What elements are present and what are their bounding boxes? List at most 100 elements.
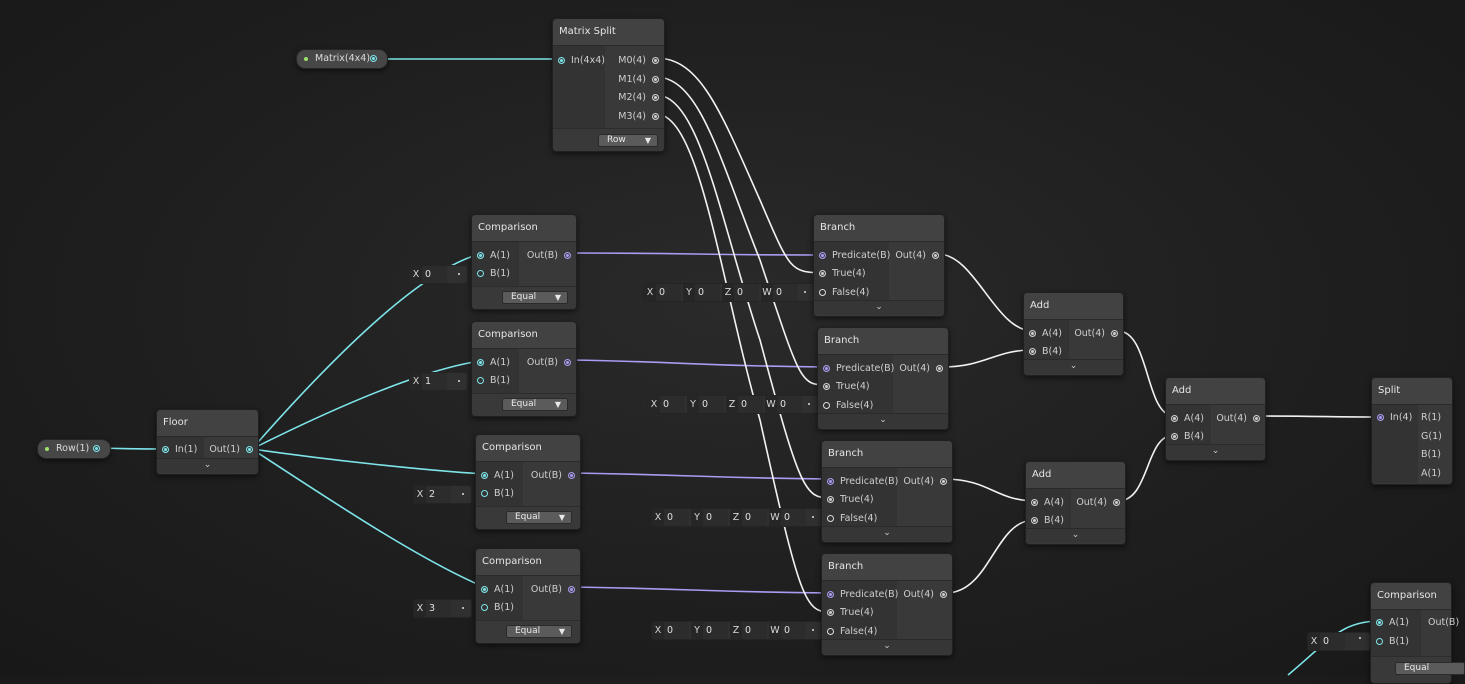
add-1-output[interactable]: Out(4) bbox=[1074, 327, 1118, 341]
add-1-input-a[interactable]: A(4) bbox=[1029, 327, 1062, 341]
comparison-node-1[interactable]: Comparison A(1) B(1) Out(B) Equal▼ bbox=[471, 214, 577, 310]
matrix-split-output-m2[interactable]: M2(4) bbox=[618, 91, 659, 105]
comparison-partial-input-b[interactable]: B(1) bbox=[1376, 635, 1409, 649]
comparison-4-input-a[interactable]: A(1) bbox=[481, 583, 514, 597]
branch-node-2[interactable]: Branch Predicate(B) True(4) False(4) Out… bbox=[817, 327, 949, 430]
split-input[interactable]: In(4) bbox=[1377, 411, 1412, 425]
node-title: Comparison bbox=[476, 549, 580, 576]
comparison-2-input-b[interactable]: B(1) bbox=[477, 374, 510, 388]
comparison-1-input-a[interactable]: A(1) bbox=[477, 249, 510, 263]
matrix-property-node[interactable]: Matrix(4x4) bbox=[296, 49, 388, 69]
exposed-indicator-icon bbox=[304, 57, 308, 61]
comparison-3-output[interactable]: Out(B) bbox=[531, 469, 575, 483]
expand-toggle[interactable]: ⌄ bbox=[814, 300, 944, 315]
comparison-2-input-a[interactable]: A(1) bbox=[477, 356, 510, 370]
comparison-2-mode-dropdown[interactable]: Equal▼ bbox=[502, 398, 568, 411]
wire-m1-b2 bbox=[655, 76, 827, 386]
branch-2-input-predicate[interactable]: Predicate(B) bbox=[823, 362, 894, 376]
matrix-output-port[interactable] bbox=[370, 55, 377, 62]
comparison-3-input-b[interactable]: B(1) bbox=[481, 487, 514, 501]
matrix-split-output-m0[interactable]: M0(4) bbox=[618, 54, 659, 68]
comparison-node-2[interactable]: Comparison A(1) B(1) Out(B) Equal▼ bbox=[471, 321, 577, 417]
add-3-input-a[interactable]: A(4) bbox=[1171, 412, 1204, 426]
expand-toggle[interactable]: ⌄ bbox=[822, 526, 952, 541]
row-output-port[interactable] bbox=[93, 445, 100, 452]
add-3-output[interactable]: Out(4) bbox=[1216, 412, 1260, 426]
split-output-b[interactable]: B(1) bbox=[1421, 449, 1441, 460]
branch-node-1[interactable]: Branch Predicate(B) True(4) False(4) Out… bbox=[813, 214, 945, 317]
branch-1-output[interactable]: Out(4) bbox=[895, 249, 939, 263]
branch-1-input-false[interactable]: False(4) bbox=[819, 286, 869, 300]
branch-3-input-predicate[interactable]: Predicate(B) bbox=[827, 475, 898, 489]
node-title: Comparison bbox=[472, 322, 576, 349]
expand-toggle[interactable]: ⌄ bbox=[1026, 528, 1125, 543]
expand-toggle[interactable]: ⌄ bbox=[818, 413, 948, 428]
comparison-partial-input-a[interactable]: A(1) bbox=[1376, 616, 1409, 630]
row-property-node[interactable]: Row(1) bbox=[37, 439, 111, 459]
comparison-4-input-b[interactable]: B(1) bbox=[481, 601, 514, 615]
expand-toggle[interactable]: ⌄ bbox=[822, 639, 952, 654]
matrix-split-output-m1[interactable]: M1(4) bbox=[618, 73, 659, 87]
split-node[interactable]: Split In(4) R(1) G(1) B(1) A(1) bbox=[1371, 377, 1453, 485]
branch-4-input-true[interactable]: True(4) bbox=[827, 606, 874, 620]
matrix-split-input[interactable]: In(4x4) bbox=[558, 54, 605, 68]
add-node-1[interactable]: Add A(4) B(4) Out(4) ⌄ bbox=[1023, 292, 1124, 376]
expand-toggle[interactable]: ⌄ bbox=[157, 458, 258, 473]
matrix-split-node[interactable]: Matrix Split In(4x4) M0(4) M1(4) M2(4) M… bbox=[552, 18, 665, 152]
floor-output[interactable]: Out(1) bbox=[209, 443, 253, 457]
split-output-r[interactable]: R(1) bbox=[1421, 412, 1442, 423]
comparison-3-mode-dropdown[interactable]: Equal▼ bbox=[506, 511, 572, 524]
expand-toggle[interactable]: ⌄ bbox=[1166, 444, 1265, 459]
comparison-partial-node[interactable]: Comparison A(1) B(1) Out(B) Equal bbox=[1370, 582, 1465, 684]
floor-input[interactable]: In(1) bbox=[162, 443, 197, 457]
add-2-input-b[interactable]: B(4) bbox=[1031, 514, 1064, 528]
branch-4-input-predicate[interactable]: Predicate(B) bbox=[827, 588, 898, 602]
split-output-a[interactable]: A(1) bbox=[1421, 468, 1441, 479]
floor-node[interactable]: Floor In(1) Out(1) ⌄ bbox=[156, 409, 259, 475]
branch-4-output[interactable]: Out(4) bbox=[903, 588, 947, 602]
comparison-2-output[interactable]: Out(B) bbox=[527, 356, 571, 370]
branch-node-3[interactable]: Branch Predicate(B) True(4) False(4) Out… bbox=[821, 440, 953, 543]
comparison-1-output[interactable]: Out(B) bbox=[527, 249, 571, 263]
expand-toggle[interactable]: ⌄ bbox=[1024, 359, 1123, 374]
add-2-input-a[interactable]: A(4) bbox=[1031, 496, 1064, 510]
branch-3-output[interactable]: Out(4) bbox=[903, 475, 947, 489]
comparison-3-input-a[interactable]: A(1) bbox=[481, 469, 514, 483]
node-title: Comparison bbox=[1371, 583, 1451, 610]
branch-3-input-false[interactable]: False(4) bbox=[827, 512, 877, 526]
branch-2-input-false[interactable]: False(4) bbox=[823, 399, 873, 413]
comparison-1-mode-dropdown[interactable]: Equal▼ bbox=[502, 291, 568, 304]
add-2-output[interactable]: Out(4) bbox=[1076, 496, 1120, 510]
comparison-4-mode-dropdown[interactable]: Equal▼ bbox=[506, 625, 572, 638]
comparison-node-3[interactable]: Comparison A(1) B(1) Out(B) Equal▼ bbox=[475, 434, 581, 530]
comparison-partial-output[interactable]: Out(B) bbox=[1428, 617, 1460, 628]
split-output-g[interactable]: G(1) bbox=[1421, 431, 1442, 442]
matrix-split-output-m3[interactable]: M3(4) bbox=[618, 110, 659, 124]
branch-1-input-predicate[interactable]: Predicate(B) bbox=[819, 249, 890, 263]
add-1-input-b[interactable]: B(4) bbox=[1029, 345, 1062, 359]
wire-b4-add2 bbox=[945, 519, 1035, 594]
branch-1-input-true[interactable]: True(4) bbox=[819, 267, 866, 281]
comparison-4-output[interactable]: Out(B) bbox=[531, 583, 575, 597]
comparison-partial-mode-dropdown[interactable]: Equal bbox=[1395, 662, 1465, 675]
branch-node-4[interactable]: Branch Predicate(B) True(4) False(4) Out… bbox=[821, 553, 953, 656]
branch-3-input-true[interactable]: True(4) bbox=[827, 493, 874, 507]
matrix-split-mode-dropdown[interactable]: Row▼ bbox=[598, 134, 658, 147]
branch-2-output[interactable]: Out(4) bbox=[899, 362, 943, 376]
add-node-3[interactable]: Add A(4) B(4) Out(4) ⌄ bbox=[1165, 377, 1266, 461]
add-node-2[interactable]: Add A(4) B(4) Out(4) ⌄ bbox=[1025, 461, 1126, 545]
branch-2-input-true[interactable]: True(4) bbox=[823, 380, 870, 394]
add-3-input-b[interactable]: B(4) bbox=[1171, 430, 1204, 444]
comparison-node-4[interactable]: Comparison A(1) B(1) Out(B) Equal▼ bbox=[475, 548, 581, 644]
comparison-1-input-b[interactable]: B(1) bbox=[477, 267, 510, 281]
branch-4-input-false[interactable]: False(4) bbox=[827, 625, 877, 639]
